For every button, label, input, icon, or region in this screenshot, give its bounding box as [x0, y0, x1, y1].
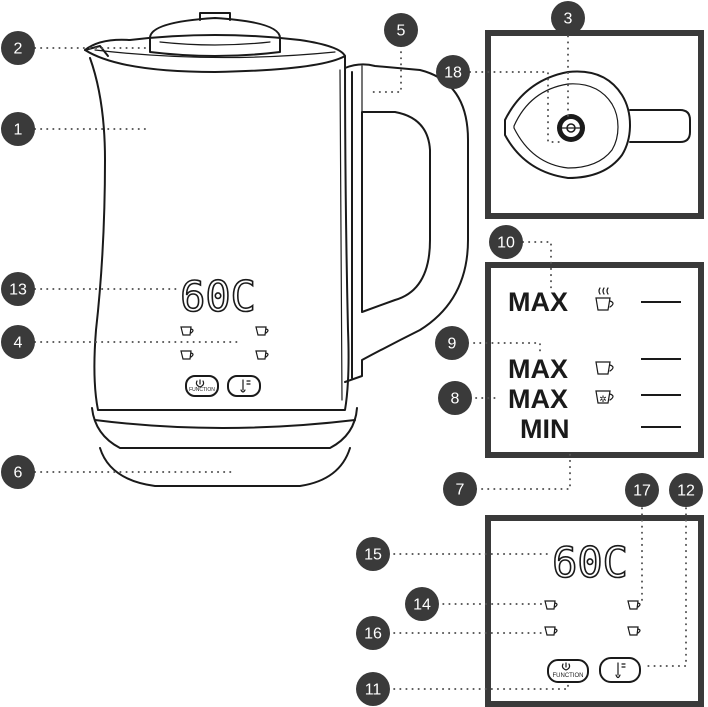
panel-cup-icon-14 — [544, 600, 558, 610]
svg-text:MAX: MAX — [508, 287, 568, 317]
thermometer-icon — [240, 379, 251, 393]
callout-badge-1: 1 — [1, 112, 35, 146]
callout-badge-16: 16 — [356, 616, 390, 650]
kettle-cup-icons — [180, 326, 269, 360]
level-max-cold: MAX ✲ — [508, 384, 681, 414]
callout-badge-8: 8 — [438, 381, 472, 415]
kettle-function-button[interactable]: FUNCTION — [185, 375, 219, 397]
panel-cup-icon-cold — [627, 626, 641, 636]
level-max-warm: MAX — [508, 354, 681, 384]
callout-badge-17: 17 — [625, 473, 659, 507]
callout-badge-2: 2 — [1, 31, 35, 65]
kettle-temperature-readout: 60C — [180, 272, 256, 321]
panel-cup-icon-17 — [627, 600, 641, 610]
power-icon — [195, 379, 205, 388]
callout-badge-4: 4 — [1, 325, 35, 359]
kettle-base — [91, 407, 358, 487]
kettle-handle — [344, 63, 469, 383]
thermometer-icon — [615, 662, 626, 679]
callout-badge-3: 3 — [551, 1, 585, 35]
svg-text:10: 10 — [497, 235, 515, 252]
kettle-rim — [84, 34, 346, 73]
svg-text:12: 12 — [677, 483, 695, 500]
svg-text:16: 16 — [364, 626, 382, 643]
svg-text:2: 2 — [14, 41, 23, 58]
svg-text:13: 13 — [9, 282, 27, 299]
kettle-lid — [149, 12, 281, 57]
svg-text:FUNCTION: FUNCTION — [553, 673, 584, 679]
hot-cup-icon — [595, 297, 614, 311]
top-view-handle — [629, 109, 691, 143]
level-min: MIN — [520, 414, 681, 444]
svg-text:15: 15 — [364, 547, 382, 564]
svg-text:7: 7 — [456, 482, 465, 499]
svg-text:6: 6 — [14, 465, 23, 482]
panel-keep-warm-button[interactable] — [599, 657, 641, 683]
kettle-keep-warm-button[interactable] — [227, 375, 261, 397]
level-panel: MAX MAX MAX ✲ MIN — [485, 262, 704, 458]
panel-function-button[interactable]: FUNCTION — [547, 659, 589, 683]
kettle-body — [89, 55, 350, 411]
svg-text:18: 18 — [444, 65, 462, 82]
svg-text:11: 11 — [365, 682, 382, 699]
callout-badge-7: 7 — [443, 472, 477, 506]
svg-text:1: 1 — [14, 122, 23, 139]
callout-badge-6: 6 — [1, 455, 35, 489]
callout-badge-10: 10 — [489, 225, 523, 259]
svg-text:14: 14 — [413, 597, 431, 614]
svg-text:MAX: MAX — [508, 384, 568, 414]
callout-badge-12: 12 — [669, 473, 703, 507]
panel-cup-icon-16 — [544, 626, 558, 636]
callout-badge-11: 11 — [356, 672, 390, 706]
warm-cup-icon — [595, 361, 614, 375]
svg-text:17: 17 — [633, 483, 651, 500]
svg-text:9: 9 — [448, 336, 457, 353]
svg-text:MIN: MIN — [520, 414, 570, 444]
whisk-top-view — [557, 114, 585, 142]
svg-text:✲: ✲ — [599, 394, 607, 404]
callout-badge-15: 15 — [356, 537, 390, 571]
panel-temperature-readout: 60C — [552, 538, 628, 587]
control-panel: 60C FUNCTION — [485, 515, 704, 707]
callout-badge-13: 13 — [1, 272, 35, 306]
leader-lines — [34, 17, 687, 690]
level-max-hot: MAX — [508, 287, 681, 317]
callout-badge-14: 14 — [405, 587, 439, 621]
svg-text:8: 8 — [451, 391, 460, 408]
svg-text:4: 4 — [14, 335, 23, 352]
svg-text:FUNCTION: FUNCTION — [189, 387, 215, 393]
kettle: 60C FUNCTION — [84, 12, 469, 487]
callout-badge-18: 18 — [436, 55, 470, 89]
callout-badge-9: 9 — [435, 326, 469, 360]
top-view-panel — [485, 30, 704, 219]
svg-text:3: 3 — [564, 11, 573, 28]
cold-cup-icon — [595, 390, 614, 404]
svg-text:MAX: MAX — [508, 354, 568, 384]
power-icon — [561, 662, 571, 671]
callout-badge-5: 5 — [384, 13, 418, 47]
svg-text:5: 5 — [397, 23, 406, 40]
kettle-display: 60C FUNCTION — [179, 271, 269, 397]
